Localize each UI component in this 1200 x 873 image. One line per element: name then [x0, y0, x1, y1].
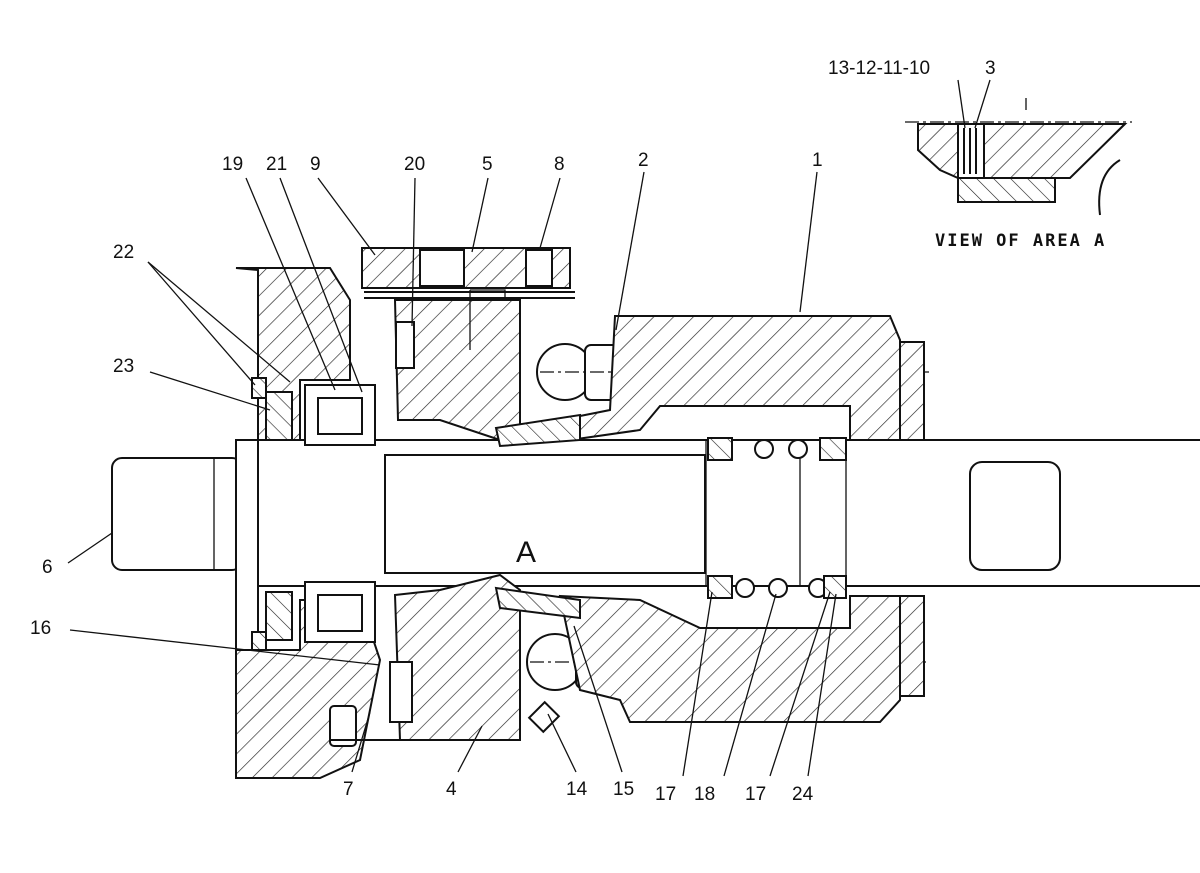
callout-labels: 1 2 3 4 5 6 7 8 9 13-12-11-10 14 15 16 1…	[30, 58, 996, 805]
callout-2: 2	[638, 150, 649, 171]
callout-3: 3	[985, 58, 996, 79]
callout-13-12-11-10: 13-12-11-10	[828, 58, 930, 79]
area-a-marker: A	[516, 536, 536, 569]
callout-7: 7	[343, 779, 354, 800]
retainer-plates	[494, 413, 581, 620]
callout-20: 20	[404, 154, 425, 175]
callout-4: 4	[446, 779, 457, 800]
callout-1: 1	[812, 150, 823, 171]
callout-6: 6	[42, 557, 53, 578]
view-of-area-a-inset	[905, 98, 1132, 216]
callout-9: 9	[310, 154, 321, 175]
callout-14: 14	[566, 779, 588, 800]
callout-24: 24	[792, 784, 814, 805]
pump-head	[393, 299, 521, 741]
callout-17-left: 17	[655, 784, 676, 805]
callout-8: 8	[554, 154, 565, 175]
view-caption: VIEW OF AREA A	[935, 231, 1106, 251]
drive-shaft	[111, 439, 1200, 587]
spring-stack	[707, 437, 847, 599]
callout-23: 23	[113, 356, 134, 377]
cover-plate	[361, 247, 575, 299]
fasteners	[329, 289, 561, 747]
front-bearing	[251, 377, 376, 651]
callout-15: 15	[613, 779, 634, 800]
callout-21: 21	[266, 154, 287, 175]
callout-16: 16	[30, 618, 51, 639]
callout-17-right: 17	[745, 784, 766, 805]
callout-22: 22	[113, 242, 134, 263]
callout-19: 19	[222, 154, 243, 175]
callout-5: 5	[482, 154, 493, 175]
leader-lines	[67, 79, 991, 777]
callout-18: 18	[694, 784, 715, 805]
